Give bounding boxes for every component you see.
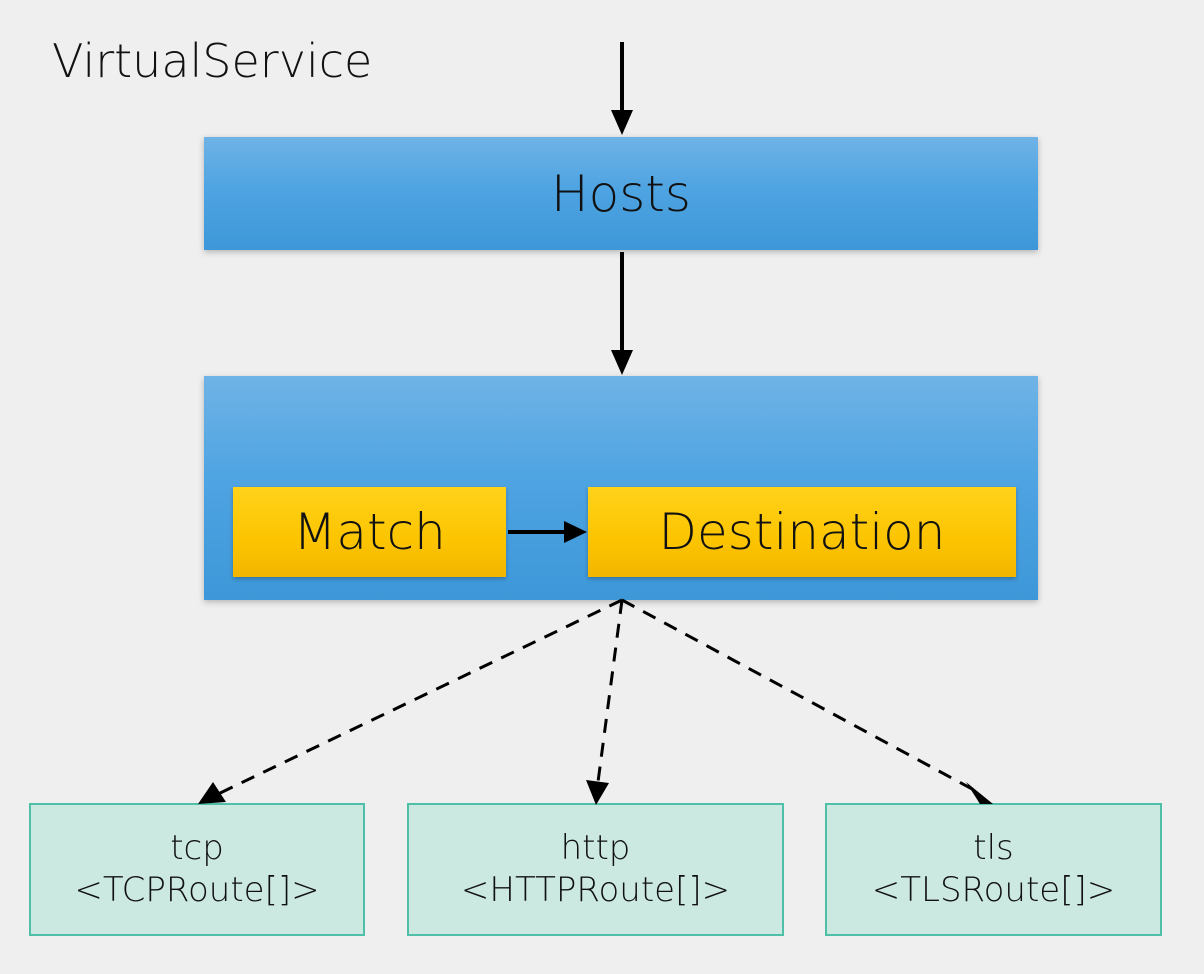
http-route-type: <HTTPRoute[]>: [460, 869, 731, 910]
match-label: Match: [293, 503, 446, 561]
tls-route-type: <TLSRoute[]>: [871, 869, 1116, 910]
dashed-arrow-tls: [621, 598, 975, 792]
dashed-arrow-http-head: [586, 780, 609, 805]
destination-box: Destination: [588, 487, 1016, 577]
input-arrow-head: [611, 110, 633, 135]
tcp-route-type: <TCPRoute[]>: [74, 869, 320, 910]
dashed-arrow-tcp: [215, 598, 623, 797]
hosts-box: Hosts: [204, 137, 1038, 250]
dashed-arrow-tls-head: [966, 782, 993, 804]
tls-route-name: tls: [973, 828, 1014, 869]
match-box: Match: [233, 487, 506, 577]
hosts-label: Hosts: [551, 164, 691, 223]
hosts-to-route-arrow-head: [611, 350, 633, 375]
tls-route-box: tls <TLSRoute[]>: [825, 803, 1162, 936]
tcp-route-name: tcp: [170, 828, 224, 869]
http-route-box: http <HTTPRoute[]>: [407, 803, 784, 936]
diagram-title: VirtualService: [52, 34, 373, 88]
dashed-arrow-http: [596, 599, 624, 783]
http-route-name: http: [560, 828, 631, 869]
destination-label: Destination: [658, 503, 946, 561]
dashed-arrow-tcp-head: [198, 782, 226, 804]
tcp-route-box: tcp <TCPRoute[]>: [29, 803, 365, 936]
